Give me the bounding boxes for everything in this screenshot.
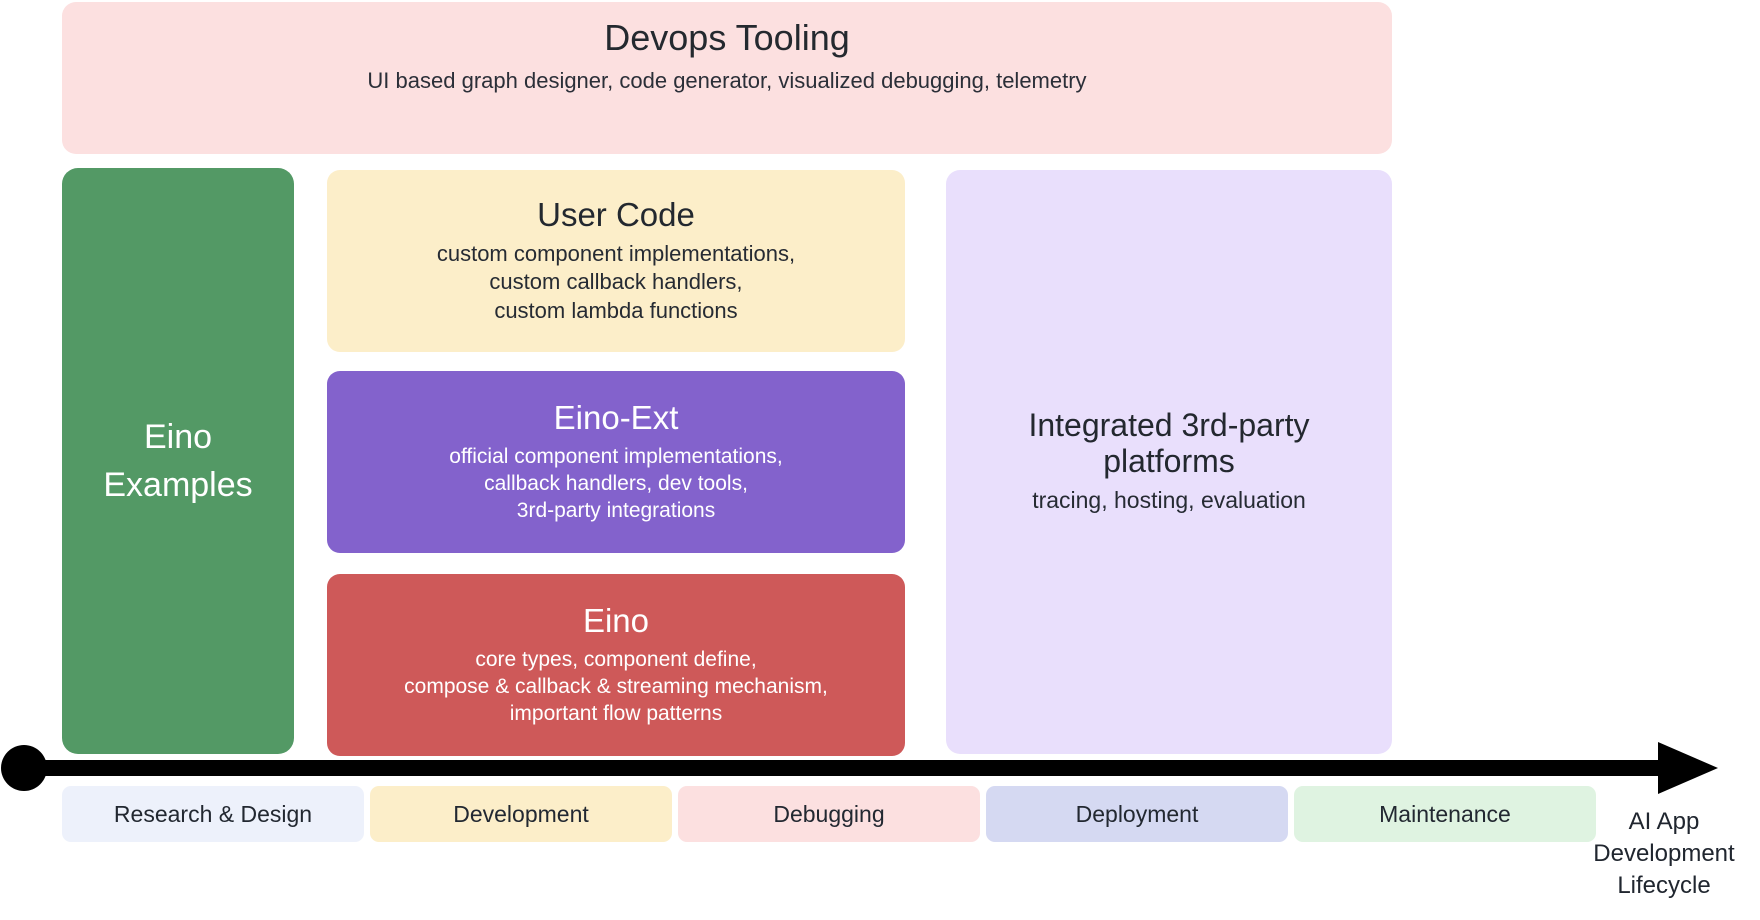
- user-code-sub-line-3: custom lambda functions: [494, 297, 738, 323]
- lifecycle-caption-line-2: Development: [1593, 840, 1735, 868]
- eino-examples-block: Eino Examples: [62, 168, 294, 754]
- eino-title: Eino: [582, 601, 650, 639]
- lifecycle-stage-label: Maintenance: [1379, 800, 1511, 827]
- user-code-subtitle: custom component implementations, custom…: [437, 240, 795, 326]
- devops-tooling-subtitle: UI based graph designer, code generator,…: [367, 68, 1087, 94]
- eino-subtitle: core types, component define, compose & …: [404, 646, 828, 728]
- lifecycle-caption: AI App Development Lifecycle: [1570, 806, 1758, 902]
- eino-ext-block: Eino-Ext official component implementati…: [327, 371, 905, 553]
- lifecycle-stage-label: Debugging: [773, 800, 885, 827]
- lifecycle-stage-debugging[interactable]: Debugging: [678, 786, 980, 842]
- lifecycle-timeline-arrow: [0, 742, 1760, 802]
- lifecycle-stage-research-design[interactable]: Research & Design: [62, 786, 364, 842]
- third-party-platforms-block: Integrated 3rd-party platforms tracing, …: [946, 170, 1392, 754]
- user-code-sub-line-2: custom callback handlers,: [489, 269, 743, 295]
- eino-examples-line1: Eino: [143, 417, 213, 456]
- third-party-title-line-1: Integrated 3rd-party: [1028, 407, 1310, 444]
- lifecycle-caption-line-1: AI App: [1628, 808, 1700, 835]
- lifecycle-stage-development[interactable]: Development: [370, 786, 672, 842]
- eino-ext-sub-line-2: callback handlers, dev tools,: [484, 471, 748, 495]
- eino-ext-sub-line-3: 3rd-party integrations: [516, 499, 716, 523]
- user-code-block: User Code custom component implementatio…: [327, 170, 905, 352]
- eino-sub-line-3: important flow patterns: [509, 702, 723, 726]
- eino-sub-line-1: core types, component define,: [475, 647, 757, 671]
- lifecycle-stage-maintenance[interactable]: Maintenance: [1294, 786, 1596, 842]
- lifecycle-stage-list: Research & Design Development Debugging …: [62, 786, 1596, 842]
- third-party-title-line-2: platforms: [1103, 443, 1235, 480]
- user-code-sub-line-1: custom component implementations,: [436, 240, 796, 266]
- eino-ext-title: Eino-Ext: [553, 398, 679, 436]
- eino-sub-line-2: compose & callback & streaming mechanism…: [404, 674, 828, 698]
- eino-block: Eino core types, component define, compo…: [327, 574, 905, 756]
- lifecycle-stage-label: Development: [453, 800, 589, 827]
- eino-ext-subtitle: official component implementations, call…: [449, 443, 782, 525]
- eino-ext-sub-line-1: official component implementations,: [449, 444, 783, 468]
- user-code-title: User Code: [537, 195, 695, 233]
- third-party-platforms-subtitle: tracing, hosting, evaluation: [1032, 486, 1306, 513]
- eino-examples-line2: Examples: [103, 466, 253, 504]
- lifecycle-stage-label: Deployment: [1075, 800, 1199, 827]
- lifecycle-stage-label: Research & Design: [113, 800, 313, 827]
- timeline-shaft: [20, 760, 1666, 776]
- lifecycle-caption-line-3: Lifecycle: [1617, 872, 1711, 900]
- lifecycle-stage-deployment[interactable]: Deployment: [986, 786, 1288, 842]
- third-party-platforms-title: Integrated 3rd-party platforms: [1028, 407, 1310, 480]
- timeline-arrowhead: [1658, 742, 1718, 794]
- devops-tooling-title: Devops Tooling: [604, 17, 850, 58]
- devops-tooling-block: Devops Tooling UI based graph designer, …: [62, 2, 1392, 154]
